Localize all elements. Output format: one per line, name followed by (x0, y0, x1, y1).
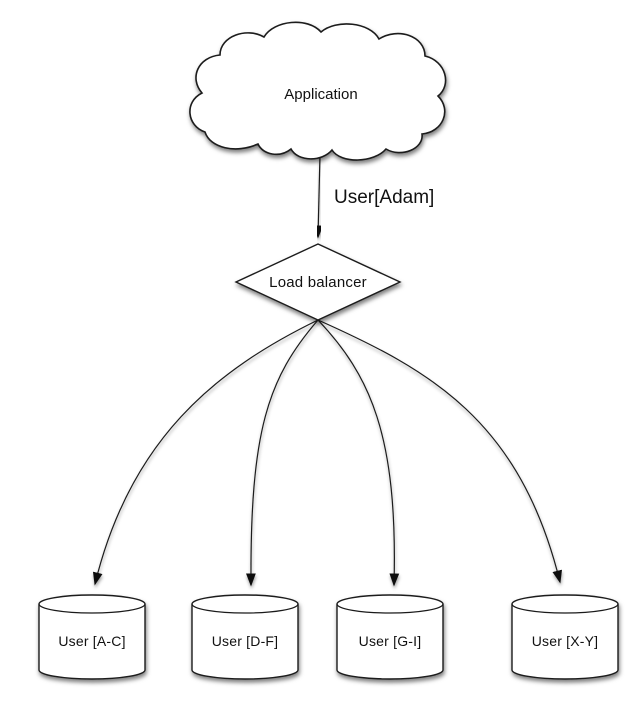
load-balancer-node: Load balancer (234, 243, 402, 321)
edge-application-to-load-balancer (313, 153, 324, 239)
edge-group: User[Adam] (92, 153, 562, 587)
shard-node-4: User [X-Y] (511, 594, 619, 680)
application-label: Application (284, 86, 357, 103)
edge-load-balancer-to-shard-4 (317, 319, 562, 584)
shard-node-1: User [A-C] (38, 594, 146, 680)
shard-node-2: User [D-F] (191, 594, 299, 680)
cylinder-shape (38, 594, 146, 680)
cloud-shape (189, 21, 447, 161)
shard-label-4: User [X-Y] (532, 633, 599, 649)
edge-load-balancer-to-shard-1 (92, 319, 319, 586)
load-balancer-label: Load balancer (269, 274, 367, 291)
edge-load-balancer-to-shard-3 (317, 319, 400, 587)
cylinder-rim (38, 603, 146, 614)
cylinder-rim (191, 603, 299, 614)
shard-label-1: User [A-C] (58, 633, 125, 649)
cylinder-shape (191, 594, 299, 680)
shard-label-2: User [D-F] (212, 633, 279, 649)
shard-node-3: User [G-I] (336, 594, 444, 680)
application-node: Application (189, 21, 447, 161)
shard-label-3: User [G-I] (359, 633, 422, 649)
edge-load-balancer-to-shard-2 (246, 319, 319, 587)
cylinder-shape (336, 594, 444, 680)
cylinder-shape (511, 594, 619, 680)
cylinder-rim (511, 603, 619, 614)
cylinder-rim (336, 603, 444, 614)
diamond-shape (234, 243, 402, 321)
request-edge-label: User[Adam] (334, 187, 434, 208)
